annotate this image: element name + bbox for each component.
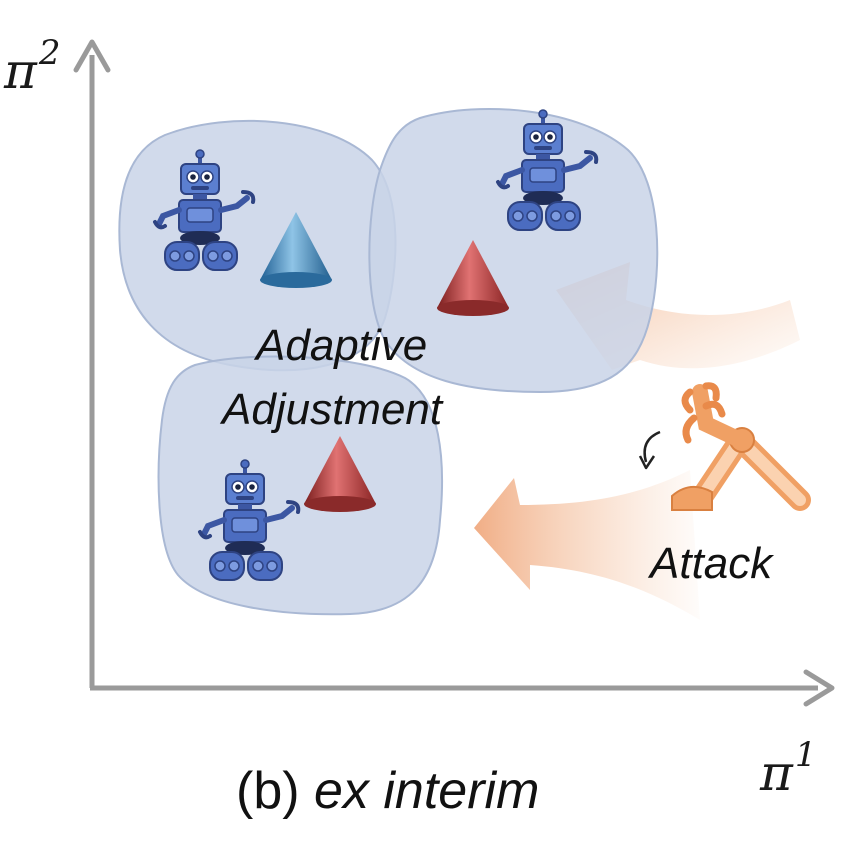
y-axis-label: π2 <box>3 33 61 100</box>
x-axis-arrowhead <box>803 669 835 707</box>
figure-caption: (b) ex interim <box>236 762 539 820</box>
attack-arrow-lower <box>474 470 700 620</box>
caption-prefix: (b) <box>236 762 314 820</box>
x-axis-label: π1 <box>759 735 817 802</box>
region-top-right <box>368 107 659 394</box>
axes <box>73 39 835 707</box>
robotic-arm-icon <box>671 382 811 511</box>
y-axis-arrowhead <box>73 39 111 73</box>
caption-emphasis: ex interim <box>314 762 539 820</box>
adaptive-label-line1: Adaptive <box>253 321 427 370</box>
adaptive-label-line2: Adjustment <box>219 385 444 434</box>
attack-label: Attack <box>647 539 774 588</box>
curved-arrow-icon <box>638 430 661 470</box>
